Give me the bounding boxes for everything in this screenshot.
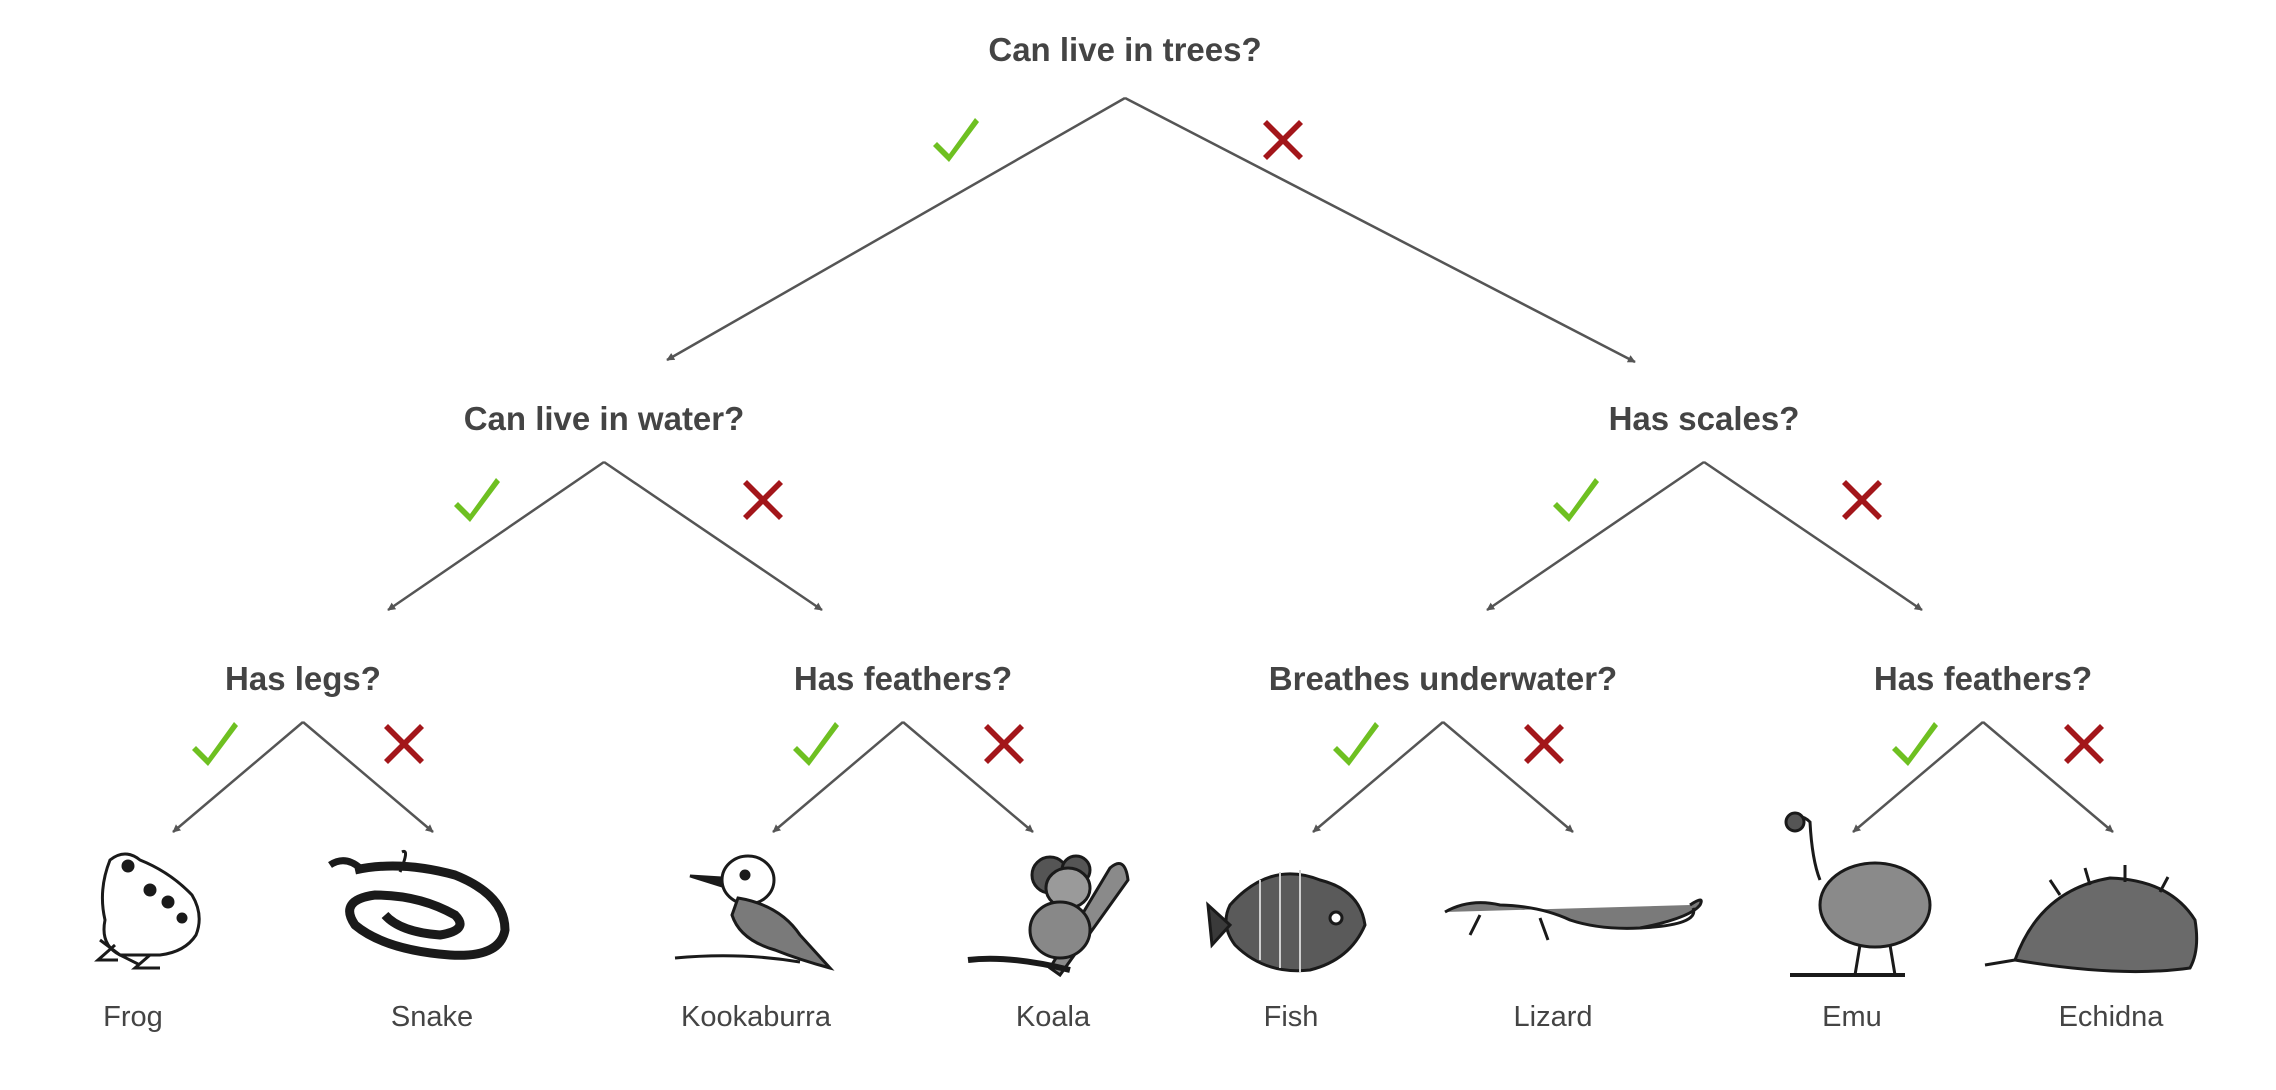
cross-icon [2064, 724, 2104, 764]
leaf-frog: Frog [103, 1001, 163, 1033]
echidna-illustration [1984, 865, 2199, 974]
leaf-echidna: Echidna [2058, 1001, 2164, 1033]
edge-ll-no [302, 721, 434, 833]
cross-icon [1524, 724, 1564, 764]
leaf-lizard: Lizard [1513, 1001, 1593, 1033]
check-icon [933, 118, 979, 162]
check-icon [454, 478, 500, 522]
edge-lr-yes [772, 721, 904, 833]
kookaburra-illustration [674, 854, 835, 971]
cross-icon [1842, 480, 1882, 520]
check-icon [1333, 722, 1379, 766]
check-icon [192, 722, 238, 766]
leaf-emu: Emu [1822, 1001, 1882, 1033]
question-root: Can live in trees? [988, 31, 1262, 68]
edge-root-no [1124, 96, 1636, 364]
leaf-koala: Koala [1015, 1001, 1091, 1033]
emu-illustration [1784, 811, 1932, 977]
cross-icon [984, 724, 1024, 764]
leaf-kookaburra: Kookaburra [681, 1001, 831, 1033]
cross-icon [743, 480, 783, 520]
fish-illustration [1206, 870, 1367, 973]
leaf-snake: Snake [390, 1001, 474, 1033]
lizard-illustration [1444, 898, 1703, 941]
edge-rl-yes [1312, 721, 1444, 833]
leaf-fish: Fish [1263, 1001, 1319, 1033]
edge-rr-no [1982, 721, 2114, 833]
check-icon [1553, 478, 1599, 522]
edge-left-no [603, 460, 823, 612]
question-ll: Has legs? [225, 660, 381, 697]
snake-illustration [328, 849, 510, 960]
question-rr: Has feathers? [1873, 660, 2093, 697]
question-lr: Has feathers? [793, 660, 1013, 697]
question-left: Can live in water? [463, 400, 745, 437]
cross-icon [1263, 120, 1303, 160]
edge-right-no [1703, 460, 1923, 612]
question-rl: Breathes underwater? [1268, 660, 1618, 697]
edge-rl-no [1442, 721, 1574, 833]
edge-rr-yes [1852, 721, 1984, 833]
edge-right-yes [1486, 460, 1705, 612]
check-icon [1892, 722, 1938, 766]
question-right: Has scales? [1608, 400, 1800, 437]
edge-lr-no [902, 721, 1034, 833]
check-icon [793, 722, 839, 766]
edge-ll-yes [172, 721, 304, 833]
frog-illustration [94, 852, 201, 970]
edge-root-yes [666, 96, 1126, 362]
koala-illustration [967, 854, 1130, 978]
cross-icon [384, 724, 424, 764]
edge-left-yes [387, 460, 605, 612]
